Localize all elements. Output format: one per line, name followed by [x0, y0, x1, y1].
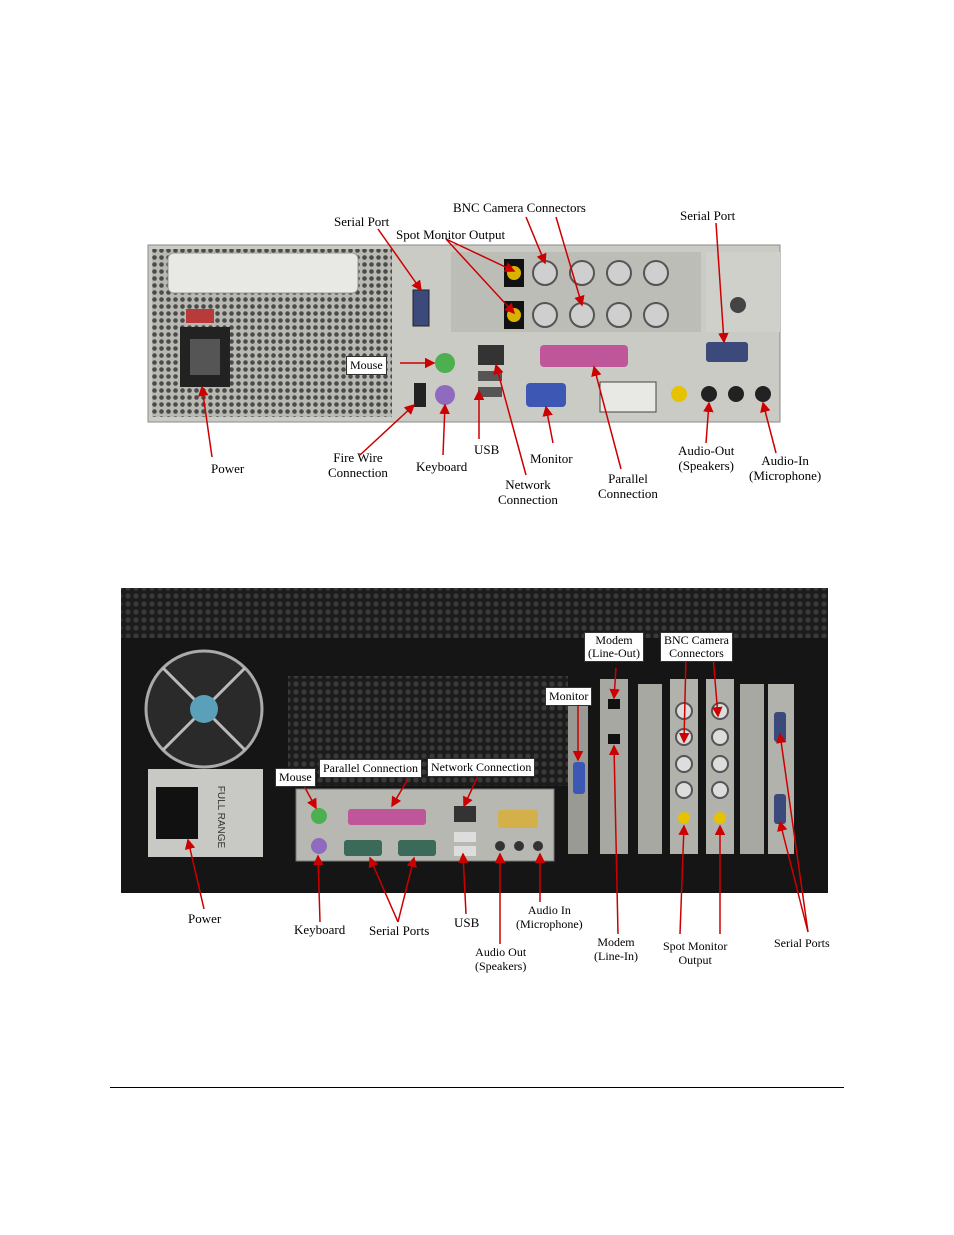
label-spot-monitor-output: Spot Monitor Output [396, 227, 506, 242]
label-network-line1: Network [505, 477, 551, 492]
label-bnc-line2: Connectors [669, 646, 724, 660]
label-mouse: Mouse [346, 356, 387, 375]
label-modem-out-line2: (Line-Out) [588, 646, 640, 660]
vga-port [526, 383, 566, 407]
label-network-connection: Network Connection [498, 477, 558, 507]
label-network-connection: Network Connection [427, 758, 536, 777]
label-fire-wire-line2: Connection [328, 465, 388, 480]
label-usb: USB [454, 915, 480, 930]
label-audio-in: Audio In (Microphone) [516, 903, 583, 931]
label-monitor: Monitor [545, 687, 593, 706]
rear-panel-tower-illustration [147, 216, 781, 476]
label-audio-in-line1: Audio In [527, 903, 571, 917]
audio-in-jack [755, 386, 771, 402]
label-keyboard: Keyboard [294, 922, 346, 937]
network-port [478, 345, 504, 365]
label-monitor: Monitor [530, 451, 573, 466]
label-spot-monitor-output: Spot Monitor Output [663, 939, 727, 967]
serial-port-left [412, 289, 430, 327]
parallel-port [540, 345, 628, 367]
label-serial-port-right: Serial Port [680, 208, 736, 223]
label-bnc-camera-connectors: BNC Camera Connectors [453, 200, 586, 215]
rear-panel-photo-tower: Serial Port Spot Monitor Output BNC Came… [116, 177, 846, 522]
firewire-port [414, 383, 426, 407]
rear-panel-photo-rackmount: FULL RANGE Modem (Line-Out) BNC Camera C… [108, 584, 843, 984]
vga-port [573, 762, 585, 794]
network-port [454, 806, 476, 822]
label-modem-out-line1: Modem [595, 633, 633, 647]
label-fire-wire: Fire Wire Connection [328, 450, 388, 480]
label-serial-ports-right: Serial Ports [774, 936, 830, 950]
game-port [498, 810, 538, 828]
label-network-line2: Connection [498, 492, 558, 507]
parallel-port [348, 809, 426, 825]
label-audio-in-line2: (Microphone) [516, 917, 583, 931]
label-modem-line-out: Modem (Line-Out) [584, 632, 644, 662]
ps2-keyboard-port [435, 385, 455, 405]
label-audio-out-line2: (Speakers) [678, 458, 734, 473]
power-inlet [156, 787, 198, 839]
label-keyboard: Keyboard [416, 459, 468, 474]
rear-panel-rackmount-illustration: FULL RANGE [121, 588, 828, 944]
label-serial-ports-left: Serial Ports [369, 923, 430, 938]
label-bnc-camera-connectors: BNC Camera Connectors [660, 632, 733, 662]
label-audio-out: Audio-Out (Speakers) [678, 443, 734, 473]
serial-port-right [706, 342, 748, 362]
label-mouse: Mouse [275, 768, 316, 787]
label-parallel-line2: Connection [598, 486, 658, 501]
label-audio-in-line2: (Microphone) [749, 468, 822, 483]
ps2-keyboard-port [311, 838, 327, 854]
label-modem-in-line2: (Line-In) [594, 949, 638, 963]
label-audio-out-line1: Audio-Out [678, 443, 735, 458]
label-serial-port-left: Serial Port [334, 214, 390, 229]
label-audio-in: Audio-In (Microphone) [749, 453, 821, 483]
label-audio-out-line2: (Speakers) [475, 959, 527, 973]
label-audio-in-line1: Audio-In [761, 453, 809, 468]
label-parallel-connection: Parallel Connection [598, 471, 658, 501]
label-power: Power [188, 911, 222, 926]
footer-rule [110, 1087, 844, 1088]
label-usb: USB [474, 442, 500, 457]
full-range-text: FULL RANGE [215, 786, 226, 849]
audio-out-jack [701, 386, 717, 402]
label-modem-in-line1: Modem [597, 935, 635, 949]
label-spot-line1: Spot Monitor [663, 939, 728, 953]
label-audio-out-line1: Audio Out [475, 945, 527, 959]
ps2-mouse-port [435, 353, 455, 373]
label-bnc-line1: BNC Camera [664, 633, 729, 647]
label-parallel-line1: Parallel [608, 471, 648, 486]
ps2-mouse-port [311, 808, 327, 824]
label-spot-line2: Output [678, 953, 712, 967]
label-fire-wire-line1: Fire Wire [333, 450, 383, 465]
label-power: Power [211, 461, 245, 476]
label-modem-line-in: Modem (Line-In) [594, 935, 638, 963]
label-audio-out: Audio Out (Speakers) [475, 945, 526, 973]
label-parallel-connection: Parallel Connection [319, 759, 422, 778]
